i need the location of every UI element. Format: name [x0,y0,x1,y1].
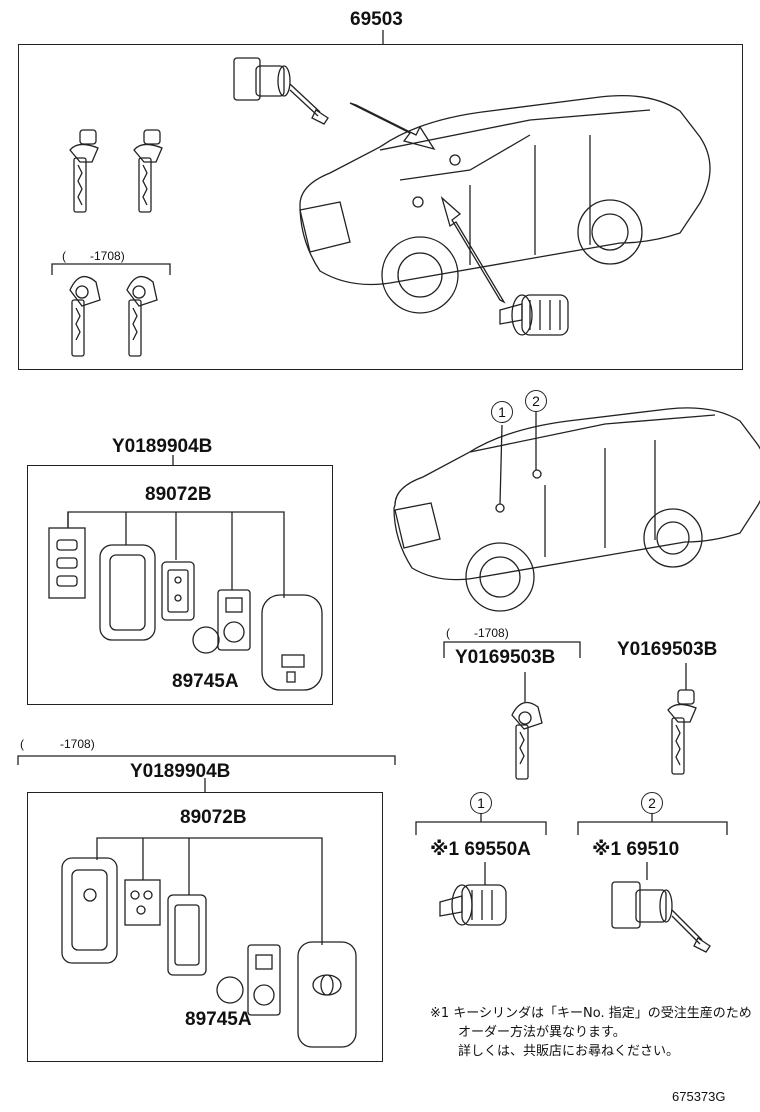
battery-part-number-label[interactable]: 89745A [185,1009,252,1030]
folding-key-icon [69,275,101,357]
key-cover-icon [297,941,357,1048]
callout-marker-2: 2 [641,792,663,814]
smart-key-frame-1 [27,465,333,705]
key-buttons-icon [124,879,161,926]
key-blank-part-number-label[interactable]: Y0169503B [617,639,718,660]
coin-battery-icon [216,976,244,1004]
door-lock-cylinder-icon [611,881,711,953]
plain-key-icon [133,129,163,213]
date-range-label: ( -1708) [446,626,509,640]
callout-marker-1: 1 [470,792,492,814]
ignition-cylinder-part-number-label[interactable]: ※1 69550A [430,839,531,860]
coin-battery-icon [192,626,220,654]
callout-marker-1: 1 [491,401,513,423]
door-lock-cylinder-icon [233,57,329,125]
date-range-label: ( -1708) [62,249,125,263]
folding-key-icon [126,275,158,357]
key-circuit-board-icon [167,894,207,976]
key-blank-part-number-label[interactable]: Y0169503B [455,647,556,668]
assembly-part-number-label[interactable]: Y0189904B [130,761,231,782]
folding-key-icon [511,701,543,780]
illustration-id: 675373G [672,1089,726,1104]
vehicle-illustration [393,407,760,612]
ignition-cylinder-icon [439,884,507,926]
part-number-label[interactable]: 69503 [350,9,403,30]
assembly-part-number-label[interactable]: Y0189904B [112,436,213,457]
door-cylinder-part-number-label[interactable]: ※1 69510 [592,839,680,860]
battery-part-number-label[interactable]: 89745A [172,671,239,692]
vehicle-illustration [299,94,711,314]
battery-holder-icon [247,944,281,1016]
footnote-line: ※1 キーシリンダは「キーNo. 指定」の受注生産のため [430,1006,752,1021]
key-case-frame-icon [99,544,156,641]
key-case-frame-icon [61,857,118,964]
plain-key-icon [667,689,697,775]
key-circuit-board-icon [161,561,195,621]
plain-key-icon [69,129,99,213]
key-cover-icon [261,594,323,691]
smart-key-frame-2 [27,792,383,1062]
key-set-frame [18,44,743,370]
ignition-cylinder-icon [499,294,569,336]
footnote-line: 詳しくは、共販店にお尋ねください。 [458,1044,680,1059]
footnote-line: オーダー方法が異なります。 [458,1025,626,1040]
subassembly-part-number-label[interactable]: 89072B [180,807,247,828]
callout-marker-2: 2 [525,390,547,412]
date-range-label: ( -1708) [20,737,95,751]
key-buttons-icon [48,527,86,599]
subassembly-part-number-label[interactable]: 89072B [145,484,212,505]
battery-holder-icon [217,589,251,651]
